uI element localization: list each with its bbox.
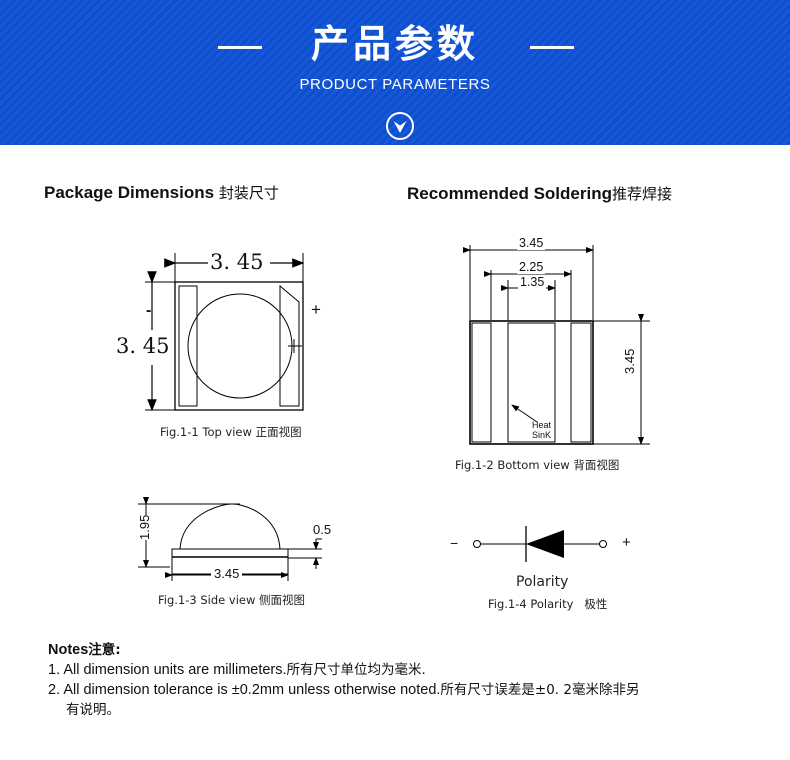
note-text-cn: 所有尺寸单位均为毫米. — [286, 662, 426, 678]
minus-terminal-label: - — [146, 302, 152, 319]
title-en: Package Dimensions — [44, 183, 215, 202]
title-cn: 封装尺寸 — [218, 184, 279, 202]
note-text-en: 2. All dimension tolerance is ±0.2mm unl… — [48, 682, 441, 698]
notes-heading-cn: 注意: — [88, 642, 121, 658]
banner-left-rule — [218, 46, 262, 49]
package-dimensions-title: Package Dimensions 封装尺寸 — [44, 182, 279, 203]
polarity-label: Polarity — [516, 574, 569, 590]
plus-terminal-label: + — [311, 300, 321, 319]
fig3-caption: Fig.1-3 Side view 侧面视图 — [158, 593, 306, 607]
note-item-2-continuation: 有说明。 — [66, 702, 120, 718]
chevron-down-circle-icon[interactable] — [385, 111, 415, 141]
bottom-dim-height: 3.45 — [622, 346, 637, 376]
top-height-label: 3. 45 — [116, 334, 170, 358]
heat-sink-label-line2: SinK — [532, 430, 552, 440]
title-cn: 推荐焊接 — [611, 185, 672, 203]
bottom-dim-mid: 2.25 — [517, 260, 546, 274]
note-text-en: 1. All dimension units are millimeters. — [48, 662, 287, 678]
note-item-1: 1. All dimension units are millimeters.所… — [48, 660, 748, 680]
header-banner: 产品参数 PRODUCT PARAMETERS — [0, 0, 790, 145]
title-en: Recommended Soldering — [407, 184, 612, 203]
banner-right-rule — [530, 46, 574, 49]
notes-heading: Notes注意: — [48, 640, 748, 660]
side-base-label: 0.5 — [313, 522, 332, 537]
top-width-label: 3. 45 — [210, 250, 264, 274]
note-text-cn: 所有尺寸误差是±0. 2毫米除非另 — [440, 682, 640, 698]
cathode-minus-label: − — [450, 535, 459, 551]
heat-sink-label: Heat SinK — [532, 420, 551, 440]
notes-heading-en: Notes — [48, 642, 89, 658]
anode-plus-label: + — [622, 534, 631, 551]
banner-title: 产品参数 — [310, 22, 479, 66]
heat-sink-label-line1: Heat — [532, 420, 552, 430]
note-item-2: 2. All dimension tolerance is ±0.2mm unl… — [48, 680, 748, 700]
side-width-label: 3.45 — [211, 566, 243, 581]
bottom-view-diagram — [463, 245, 650, 445]
fig2-caption: Fig.1-2 Bottom view 背面视图 — [455, 458, 620, 472]
top-view-diagram — [145, 253, 305, 412]
recommended-soldering-title: Recommended Soldering推荐焊接 — [407, 183, 672, 204]
diode-symbol — [473, 526, 607, 562]
fig4-caption: Fig.1-4 Polarity 极性 — [488, 597, 608, 611]
fig1-caption: Fig.1-1 Top view 正面视图 — [160, 425, 302, 439]
side-height-label: 1.95 — [137, 514, 152, 540]
bottom-dim-total: 3.45 — [517, 236, 546, 250]
bottom-dim-inner: 1.35 — [518, 275, 547, 289]
notes-section: Notes注意: 1. All dimension units are mill… — [48, 640, 748, 720]
banner-subtitle: PRODUCT PARAMETERS — [299, 76, 491, 93]
